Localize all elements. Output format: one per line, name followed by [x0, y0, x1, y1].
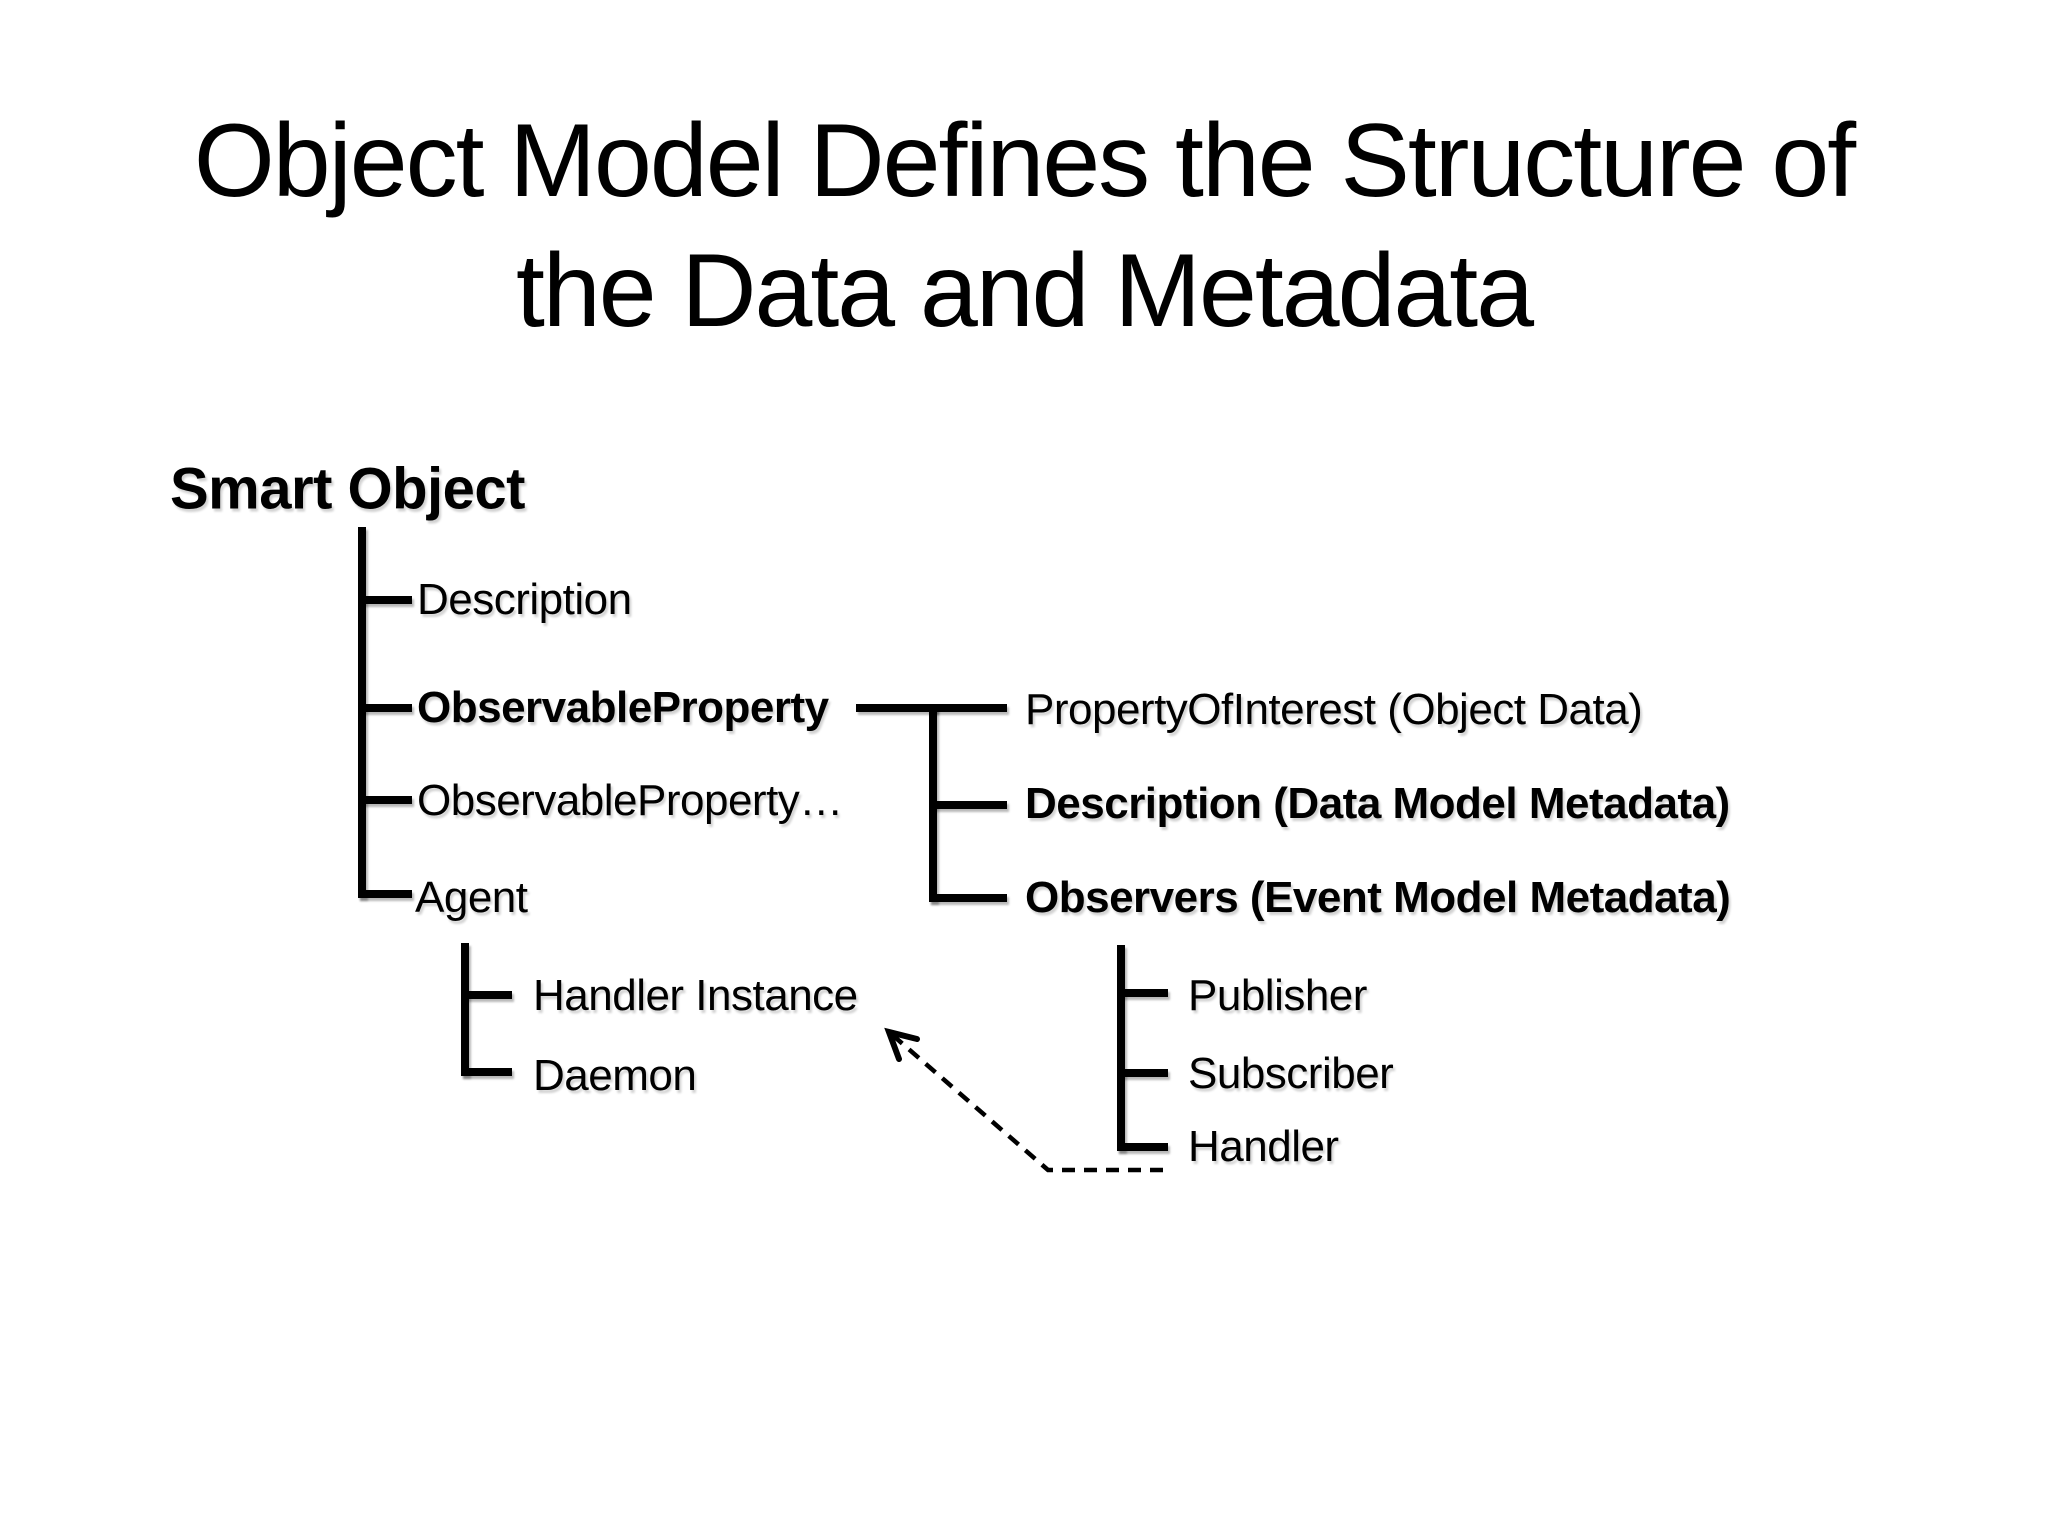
handler-to-handler-instance-arrow [884, 1027, 1163, 1173]
tick-property-of-interest [929, 704, 1007, 712]
node-property-of-interest: PropertyOfInterest (Object Data) [1025, 685, 1643, 734]
observers-trunk-line [1117, 945, 1125, 1151]
slide-title: Object Model Defines the Structure of th… [0, 96, 2048, 356]
tick-observable-property [358, 704, 412, 712]
node-observers-metadata: Observers (Event Model Metadata) [1025, 873, 1731, 922]
tree-root-label: Smart Object [170, 456, 526, 522]
node-observable-property: ObservableProperty [417, 683, 829, 732]
root-trunk-line [358, 527, 366, 898]
tick-publisher [1117, 989, 1168, 997]
observable-property-connector-line [856, 704, 937, 712]
tick-handler-instance [461, 991, 512, 999]
node-subscriber: Subscriber [1188, 1049, 1394, 1098]
node-handler-instance: Handler Instance [533, 971, 858, 1020]
slide-title-line1: Object Model Defines the Structure of [193, 103, 1856, 219]
tick-description [358, 596, 412, 604]
node-agent: Agent [415, 873, 528, 922]
node-description-metadata: Description (Data Model Metadata) [1025, 779, 1730, 828]
tick-description-metadata [929, 801, 1007, 809]
node-publisher: Publisher [1188, 971, 1367, 1020]
arrowhead-icon [884, 1027, 920, 1062]
node-description: Description [417, 575, 632, 624]
node-observable-property-2: ObservableProperty… [417, 776, 843, 825]
tick-observable-property-2 [358, 796, 412, 804]
tick-daemon-corner [461, 1068, 512, 1076]
dashed-arrow-shaft [887, 1030, 1163, 1173]
node-handler: Handler [1188, 1122, 1339, 1171]
tick-observers-corner [929, 894, 1007, 902]
tick-handler-corner [1117, 1143, 1168, 1151]
slide-title-line2: the Data and Metadata [515, 233, 1534, 349]
tick-subscriber [1117, 1069, 1168, 1077]
node-daemon: Daemon [533, 1051, 697, 1100]
tick-agent-corner [358, 890, 412, 898]
agent-trunk-line [461, 943, 469, 1076]
